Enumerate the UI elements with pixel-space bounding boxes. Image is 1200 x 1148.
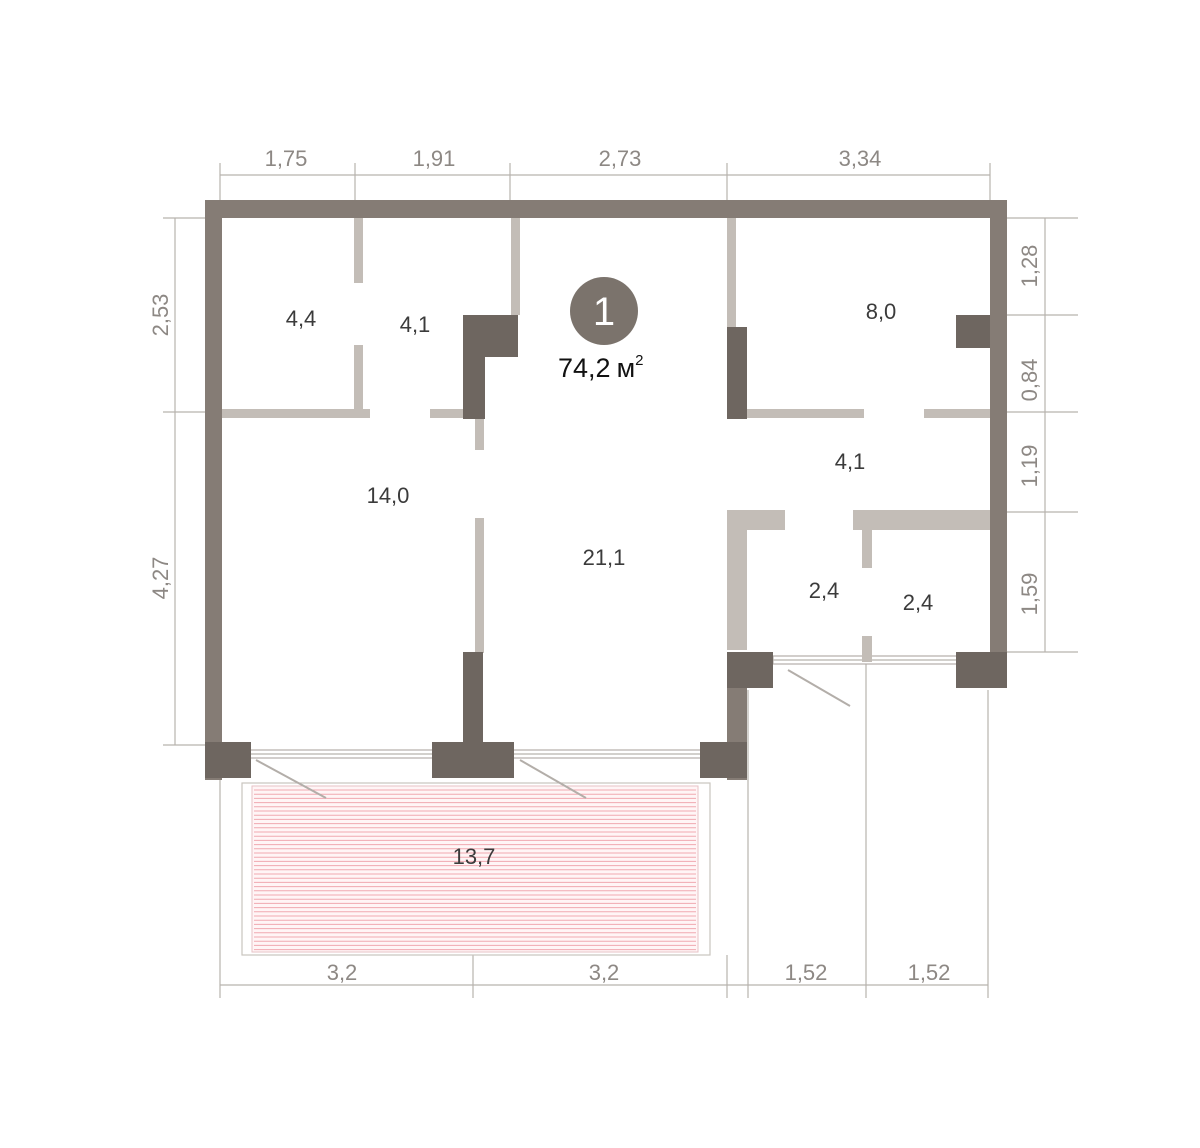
dim-right-3: 1,19 bbox=[1017, 445, 1042, 488]
dim-bottom-3: 1,52 bbox=[785, 960, 828, 985]
partitions bbox=[220, 215, 990, 662]
dim-right-1: 1,28 bbox=[1017, 245, 1042, 288]
dim-right-2: 0,84 bbox=[1017, 359, 1042, 402]
walls bbox=[205, 200, 1007, 780]
svg-text:74,2м2: 74,2м2 bbox=[558, 352, 643, 383]
room-area-living: 21,1 bbox=[583, 545, 626, 570]
room-area-storage: 4,4 bbox=[286, 306, 317, 331]
total-area-unit: м bbox=[617, 353, 636, 383]
dim-bottom-4: 1,52 bbox=[908, 960, 951, 985]
terrace bbox=[241, 782, 711, 956]
total-area-unit-sup: 2 bbox=[635, 352, 643, 369]
doors bbox=[255, 669, 851, 799]
room-area-terrace: 13,7 bbox=[453, 844, 496, 869]
room-area-room-left: 14,0 bbox=[367, 483, 410, 508]
dim-bottom-2: 3,2 bbox=[589, 960, 620, 985]
dim-left-1: 2,53 bbox=[148, 294, 173, 337]
room-labels: 4,4 4,1 8,0 4,1 14,0 21,1 2,4 2,4 13,7 bbox=[286, 299, 934, 869]
room-area-wc-right: 2,4 bbox=[903, 590, 934, 615]
total-area-value: 74,2 bbox=[558, 353, 611, 383]
windows bbox=[249, 655, 961, 759]
dim-top-1: 1,75 bbox=[265, 146, 308, 171]
apartment-badge: 1 bbox=[570, 277, 638, 345]
dim-left-2: 4,27 bbox=[148, 557, 173, 600]
apartment-number: 1 bbox=[593, 290, 615, 334]
room-area-hall-right: 4,1 bbox=[835, 449, 866, 474]
dim-top-3: 2,73 bbox=[599, 146, 642, 171]
room-area-bath: 4,1 bbox=[400, 312, 431, 337]
dim-top-4: 3,34 bbox=[839, 146, 882, 171]
room-area-bedroom: 8,0 bbox=[866, 299, 897, 324]
dim-right-4: 1,59 bbox=[1017, 573, 1042, 616]
dim-bottom-1: 3,2 bbox=[327, 960, 358, 985]
dimension-lines bbox=[163, 163, 1078, 998]
dim-top-2: 1,91 bbox=[413, 146, 456, 171]
dimension-labels: 1,75 1,91 2,73 3,34 2,53 4,27 1,28 0,84 … bbox=[148, 146, 1042, 985]
room-area-wc-left: 2,4 bbox=[809, 578, 840, 603]
